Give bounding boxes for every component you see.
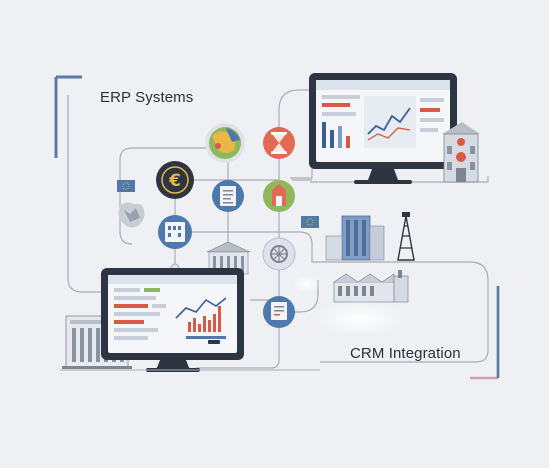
connection-lines [67, 89, 489, 369]
laptop-icon [101, 268, 244, 372]
bracket-top-left [54, 75, 82, 158]
eu-flag-icon-left [117, 180, 135, 192]
document-icon-bottom [263, 296, 295, 328]
bracket-bottom-right [470, 286, 500, 380]
euro-icon: € [156, 161, 194, 199]
globe-icon [205, 123, 245, 163]
cog-icon [262, 237, 296, 271]
eu-flag-icon-right [301, 216, 319, 228]
building-icon-node [158, 215, 192, 249]
office-building-icon [325, 215, 385, 261]
crm-integration-label: CRM Integration [350, 345, 461, 362]
oil-rig-icon [397, 212, 415, 261]
factory-icon [333, 270, 409, 303]
map-icon [118, 202, 145, 228]
power-station-icon [263, 180, 295, 212]
svg-text:€: € [168, 171, 181, 191]
erp-systems-label: ERP Systems [100, 89, 194, 106]
glow-highlight-small [292, 274, 320, 294]
monitor-icon-top [309, 73, 457, 184]
document-icon [212, 180, 244, 212]
building-icon-right [442, 122, 480, 183]
hourglass-icon [263, 127, 295, 159]
glow-highlight [314, 300, 406, 336]
